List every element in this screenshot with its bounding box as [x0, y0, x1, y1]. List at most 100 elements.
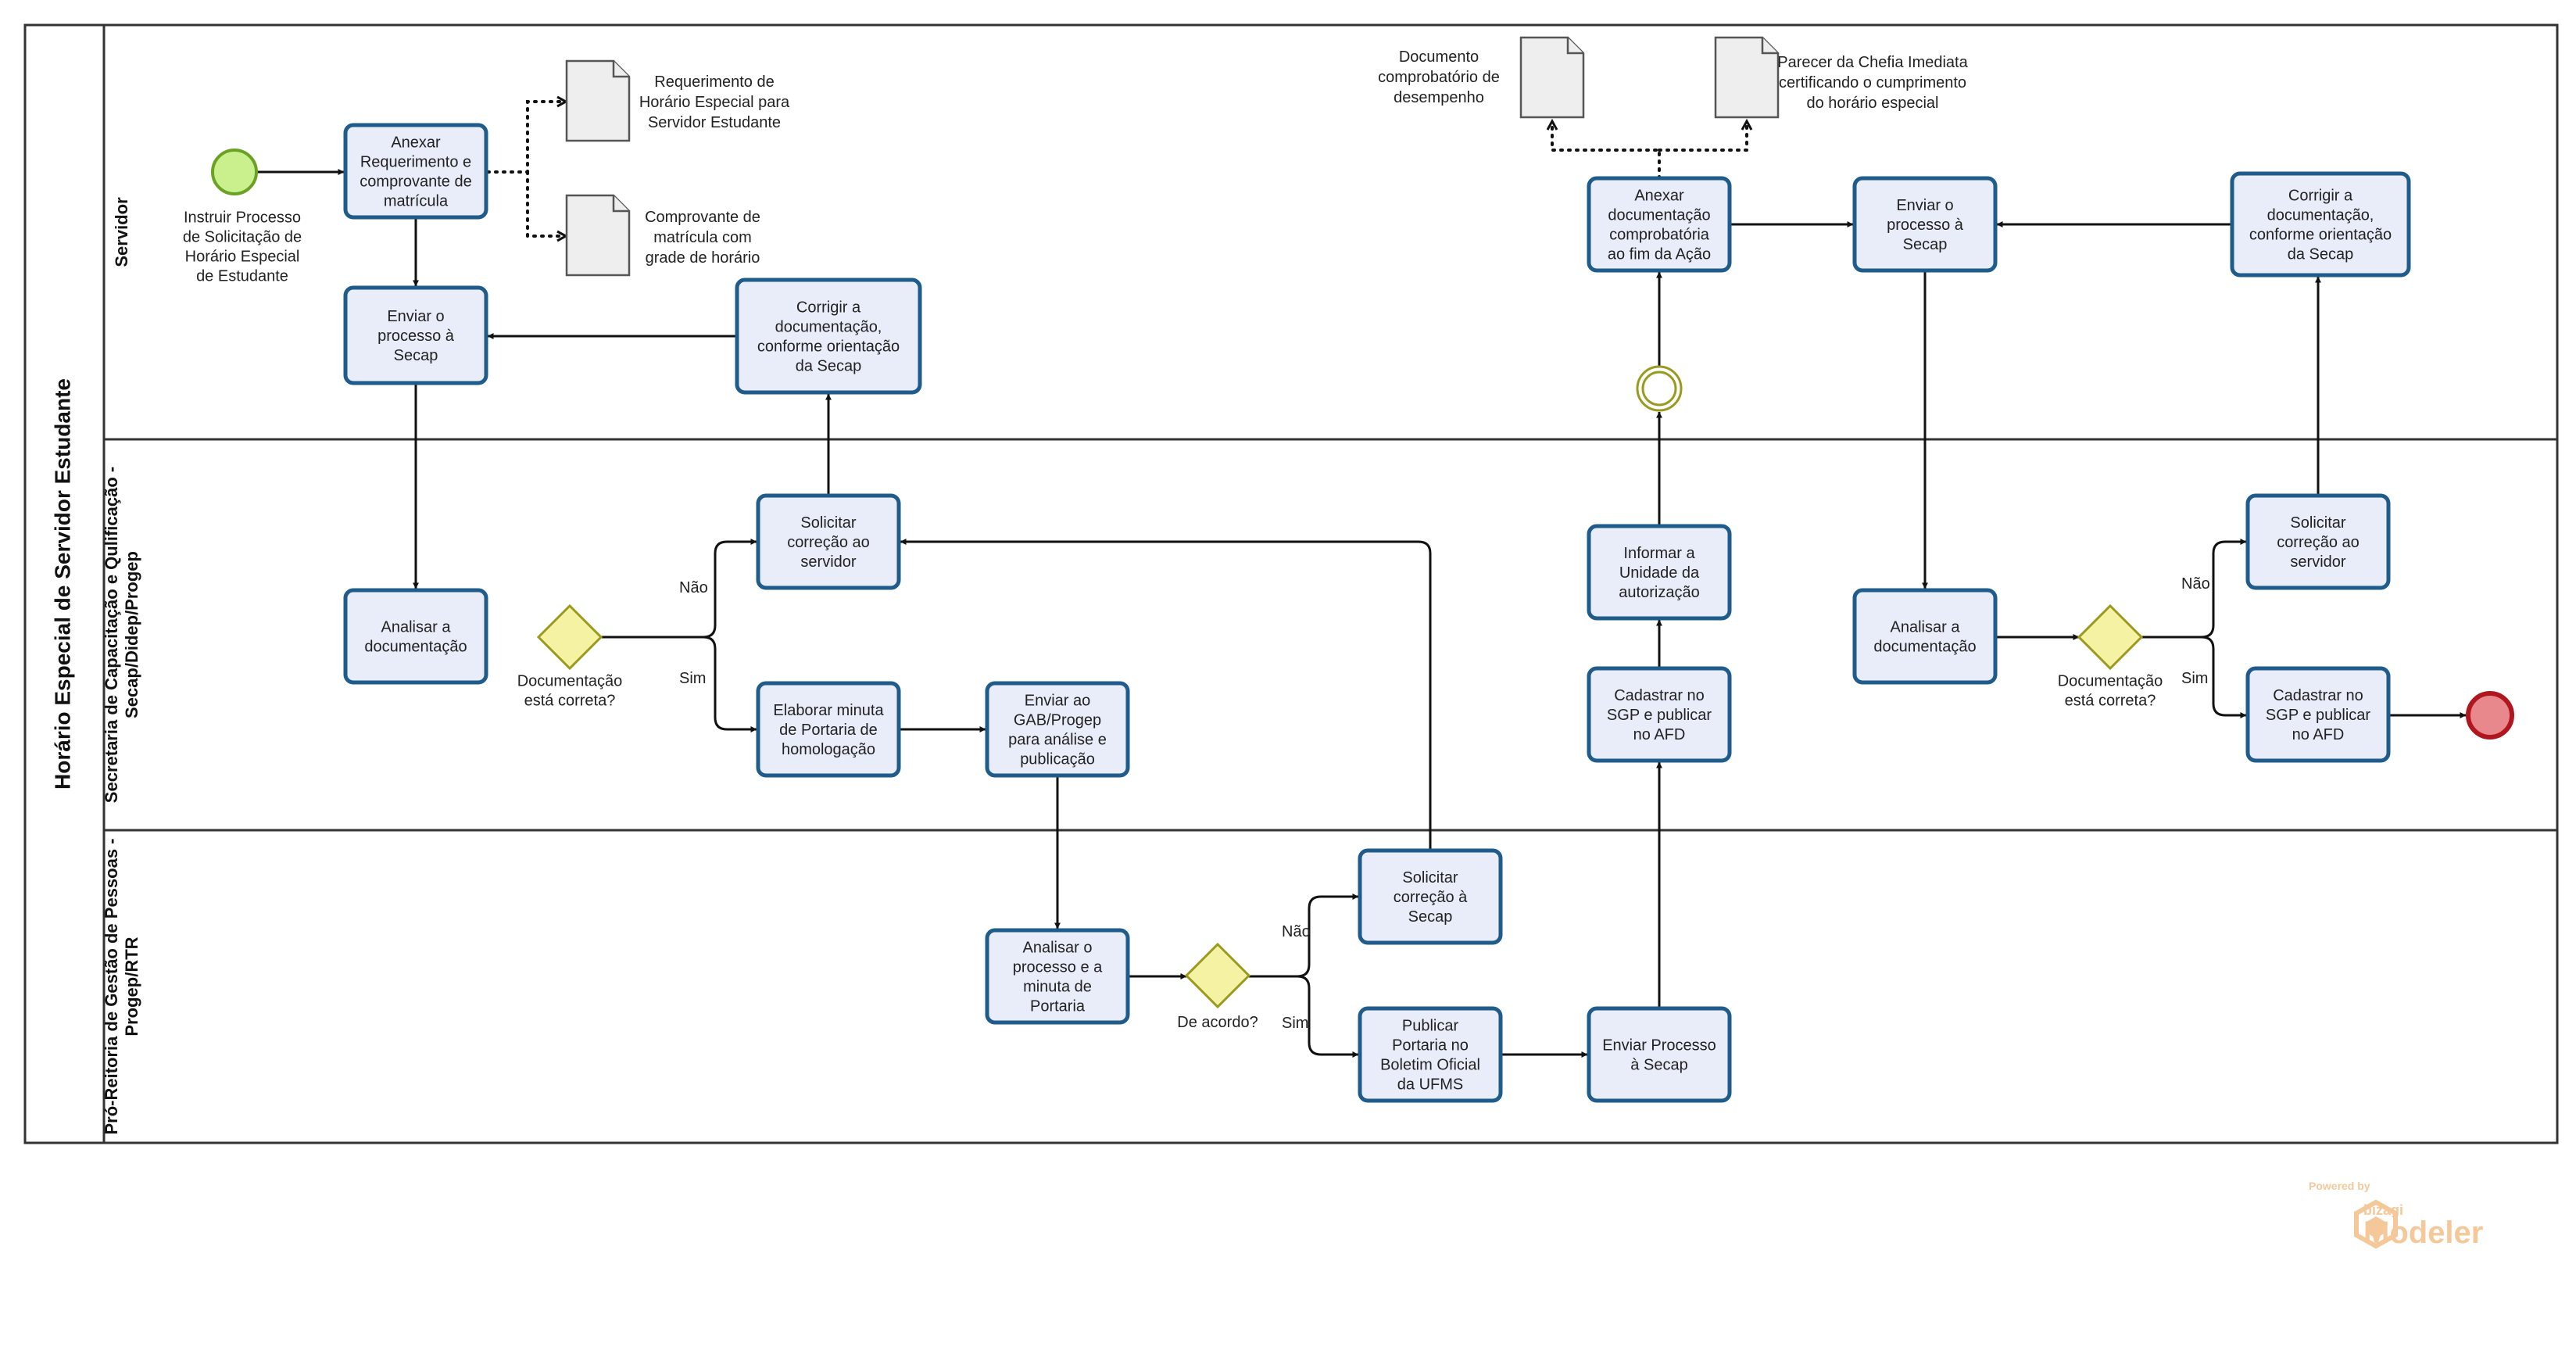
gateway-diamond: [536, 603, 603, 671]
end-event[interactable]: [2466, 691, 2514, 740]
pool: Horário Especial de Servidor Estudante: [23, 23, 2559, 1144]
start-event[interactable]: [211, 149, 258, 195]
task-box: [1358, 848, 1503, 945]
flow-label-sim: Sim: [1282, 1015, 1308, 1032]
document-icon: [565, 194, 631, 277]
task-box: [343, 123, 488, 220]
sequence-flow[interactable]: [1249, 893, 1359, 978]
flow-label-nao: Não: [1282, 923, 1311, 940]
sequence-flow[interactable]: [601, 539, 757, 639]
task-box: [756, 681, 901, 778]
gateway-label: De acordo?: [1177, 1014, 1258, 1031]
watermark: Powered by bizagi Modeler: [2309, 1180, 2483, 1250]
association-line: [526, 170, 567, 238]
task-box: [1852, 176, 1998, 273]
task-box: [2245, 493, 2391, 590]
watermark-brand: bizagi: [2363, 1202, 2403, 1218]
task-box: [1852, 588, 1998, 685]
task-box: [343, 285, 488, 385]
sequence-flow[interactable]: [2201, 636, 2247, 718]
lane-title-progep: Pró-Reitoria de Gestão de Pessoas -Proge…: [102, 838, 141, 1134]
document-fold-icon: [612, 61, 629, 78]
task-box: [2245, 666, 2391, 763]
sequence-flow[interactable]: [2141, 539, 2247, 639]
task-box: [756, 493, 901, 590]
task-box: [1587, 524, 1732, 621]
task-box: [1358, 1006, 1503, 1103]
gateway-g2[interactable]: De acordo?: [1177, 942, 1258, 1031]
task-box: [1587, 176, 1732, 273]
association-line: [1551, 120, 1661, 180]
document-icon: [1519, 36, 1585, 119]
document-icon: [1714, 36, 1780, 119]
association-line: [1658, 120, 1748, 152]
flow-label-sim: Sim: [2181, 670, 2208, 687]
intermediate-event[interactable]: [1636, 365, 1683, 412]
lane-title-text: Pró-Reitoria de Gestão de Pessoas -Proge…: [102, 838, 141, 1134]
document-fold-icon: [1566, 38, 1583, 55]
document-icon: [565, 59, 631, 142]
task-box: [1587, 666, 1732, 763]
flow-label-nao: Não: [679, 579, 708, 596]
task-box: [985, 681, 1130, 778]
sequence-flow[interactable]: [1297, 975, 1359, 1058]
sequence-flow[interactable]: [703, 636, 757, 732]
gateway-diamond: [2077, 603, 2144, 671]
task-box: [343, 588, 488, 685]
lane-title-text: Servidor: [112, 197, 131, 267]
task-box: [1587, 1006, 1732, 1103]
association-arrow-icon: [1546, 118, 1558, 131]
gateway-diamond: [1184, 942, 1251, 1009]
sequence-flow[interactable]: [900, 539, 1432, 851]
task-box: [735, 278, 922, 395]
task-box: [985, 928, 1130, 1025]
